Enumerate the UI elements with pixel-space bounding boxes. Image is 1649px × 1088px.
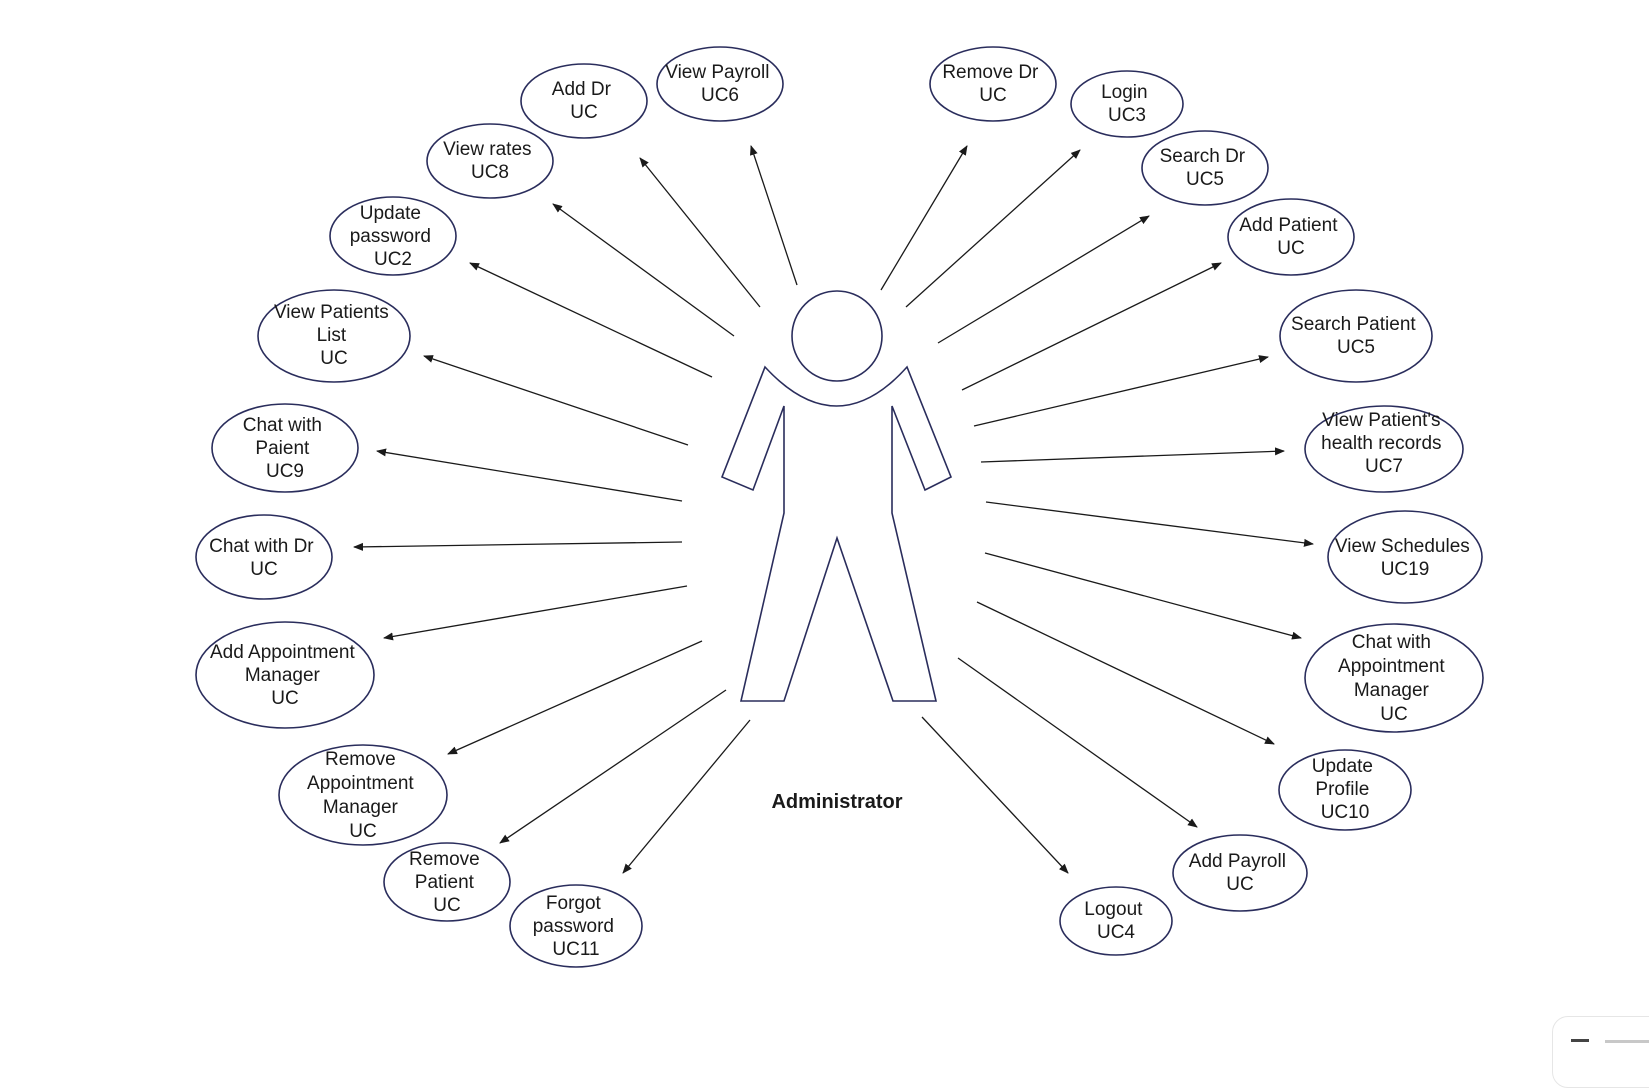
arrow-to-logout bbox=[921, 716, 1069, 874]
use-case-remove-dr-label: Remove Dr UC bbox=[942, 62, 1043, 106]
use-case-update-profile[interactable]: Update Profile UC10 bbox=[1278, 749, 1412, 831]
arrow-to-view-rates bbox=[552, 203, 735, 337]
actor-head bbox=[791, 290, 883, 382]
arrow-to-view-schedules bbox=[985, 501, 1314, 547]
association-arrows bbox=[353, 145, 1314, 874]
use-case-view-schedules-label: View Schedules UC19 bbox=[1335, 536, 1475, 580]
use-case-remove-appointment-manager-label: Remove Appointment Manager UC bbox=[307, 749, 419, 842]
use-case-chat-with-appointment-manager-label: Chat with Appointment Manager UC bbox=[1338, 632, 1450, 725]
use-case-view-patients-list[interactable]: View Patients List UC bbox=[257, 289, 411, 383]
arrow-to-chat-with-appointment-manager bbox=[984, 552, 1302, 640]
arrow-to-login bbox=[905, 149, 1081, 308]
arrow-to-view-patients-health-records bbox=[980, 447, 1285, 463]
use-case-view-patients-health-records[interactable]: View Patient's health records UC7 bbox=[1304, 405, 1464, 493]
use-case-remove-patient-label: Remove Patient UC bbox=[409, 849, 485, 916]
use-case-view-payroll-label: View Payroll UC6 bbox=[665, 62, 774, 106]
zoom-out-icon[interactable] bbox=[1571, 1039, 1589, 1042]
use-case-update-password-label: Update password UC2 bbox=[350, 203, 437, 270]
zoom-slider[interactable] bbox=[1605, 1040, 1649, 1043]
actor-label: Administrator bbox=[771, 791, 902, 813]
use-case-logout-label: Logout UC4 bbox=[1084, 899, 1147, 943]
use-case-search-patient[interactable]: Search Patient UC5 bbox=[1279, 289, 1433, 383]
use-case-add-payroll[interactable]: Add Payroll UC bbox=[1172, 834, 1308, 912]
use-case-remove-appointment-manager[interactable]: Remove Appointment Manager UC bbox=[278, 744, 448, 846]
use-case-search-dr-label: Search Dr UC5 bbox=[1160, 146, 1251, 190]
use-case-view-rates-label: View rates UC8 bbox=[443, 139, 537, 183]
use-case-search-patient-label: Search Patient UC5 bbox=[1291, 314, 1421, 358]
use-case-update-password[interactable]: Update password UC2 bbox=[329, 196, 457, 276]
use-case-view-patients-list-label: View Patients List UC bbox=[274, 302, 394, 369]
arrow-to-remove-appointment-manager bbox=[447, 640, 703, 755]
use-case-chat-with-paient[interactable]: Chat with Paient UC9 bbox=[211, 403, 359, 493]
use-cases: Add Dr UC View Payroll UC6 Remove Dr UC … bbox=[195, 46, 1484, 968]
use-case-view-patients-health-records-label: View Patient's health records UC7 bbox=[1321, 410, 1447, 477]
arrow-to-forgot-password bbox=[622, 719, 751, 874]
use-case-chat-with-paient-label: Chat with Paient UC9 bbox=[243, 415, 327, 482]
use-case-add-appointment-manager[interactable]: Add Appointment Manager UC bbox=[195, 621, 375, 729]
arrow-to-add-payroll bbox=[957, 657, 1198, 828]
arrow-to-view-patients-list bbox=[423, 355, 689, 446]
use-case-view-payroll[interactable]: View Payroll UC6 bbox=[656, 46, 784, 122]
use-case-chat-with-dr[interactable]: Chat with Dr UC bbox=[195, 514, 333, 600]
use-case-add-payroll-label: Add Payroll UC bbox=[1189, 851, 1291, 895]
use-case-remove-patient[interactable]: Remove Patient UC bbox=[383, 842, 511, 922]
use-case-search-dr[interactable]: Search Dr UC5 bbox=[1141, 130, 1269, 206]
arrow-to-view-payroll bbox=[750, 145, 798, 286]
use-case-remove-dr[interactable]: Remove Dr UC bbox=[929, 46, 1057, 122]
use-case-logout[interactable]: Logout UC4 bbox=[1059, 886, 1173, 956]
use-case-update-profile-label: Update Profile UC10 bbox=[1312, 756, 1379, 823]
arrow-to-add-patient bbox=[961, 262, 1222, 391]
use-case-view-rates[interactable]: View rates UC8 bbox=[426, 123, 554, 199]
arrow-to-search-dr bbox=[937, 215, 1150, 344]
use-case-add-dr[interactable]: Add Dr UC bbox=[520, 63, 648, 139]
zoom-control bbox=[1552, 1016, 1649, 1088]
use-case-chat-with-appointment-manager[interactable]: Chat with Appointment Manager UC bbox=[1304, 623, 1484, 733]
actor-body bbox=[720, 365, 953, 702]
use-case-add-appointment-manager-label: Add Appointment Manager UC bbox=[210, 642, 360, 709]
arrow-to-update-password bbox=[469, 262, 713, 378]
arrow-to-search-patient bbox=[973, 355, 1269, 427]
use-case-diagram: Administrator Add Dr UC View Payroll UC6… bbox=[195, 46, 1484, 968]
use-case-forgot-password-label: Forgot password UC11 bbox=[533, 893, 620, 960]
arrow-to-remove-patient bbox=[499, 689, 727, 844]
use-case-login-label: Login UC3 bbox=[1101, 82, 1153, 126]
arrow-to-remove-dr bbox=[880, 145, 968, 291]
arrow-to-add-dr bbox=[639, 157, 761, 308]
use-case-add-dr-label: Add Dr UC bbox=[552, 79, 616, 123]
use-case-login[interactable]: Login UC3 bbox=[1070, 70, 1184, 138]
administrator-actor: Administrator bbox=[720, 290, 953, 813]
use-case-forgot-password[interactable]: Forgot password UC11 bbox=[509, 884, 643, 968]
use-case-add-patient[interactable]: Add Patient UC bbox=[1227, 198, 1355, 276]
use-case-view-schedules[interactable]: View Schedules UC19 bbox=[1327, 510, 1483, 604]
arrow-to-add-appointment-manager bbox=[383, 585, 688, 641]
arrow-to-update-profile bbox=[976, 601, 1275, 745]
use-case-add-patient-label: Add Patient UC bbox=[1239, 215, 1343, 259]
arrow-to-chat-with-paient bbox=[376, 448, 683, 502]
arrow-to-chat-with-dr bbox=[353, 541, 683, 551]
use-case-chat-with-dr-label: Chat with Dr UC bbox=[209, 536, 319, 580]
